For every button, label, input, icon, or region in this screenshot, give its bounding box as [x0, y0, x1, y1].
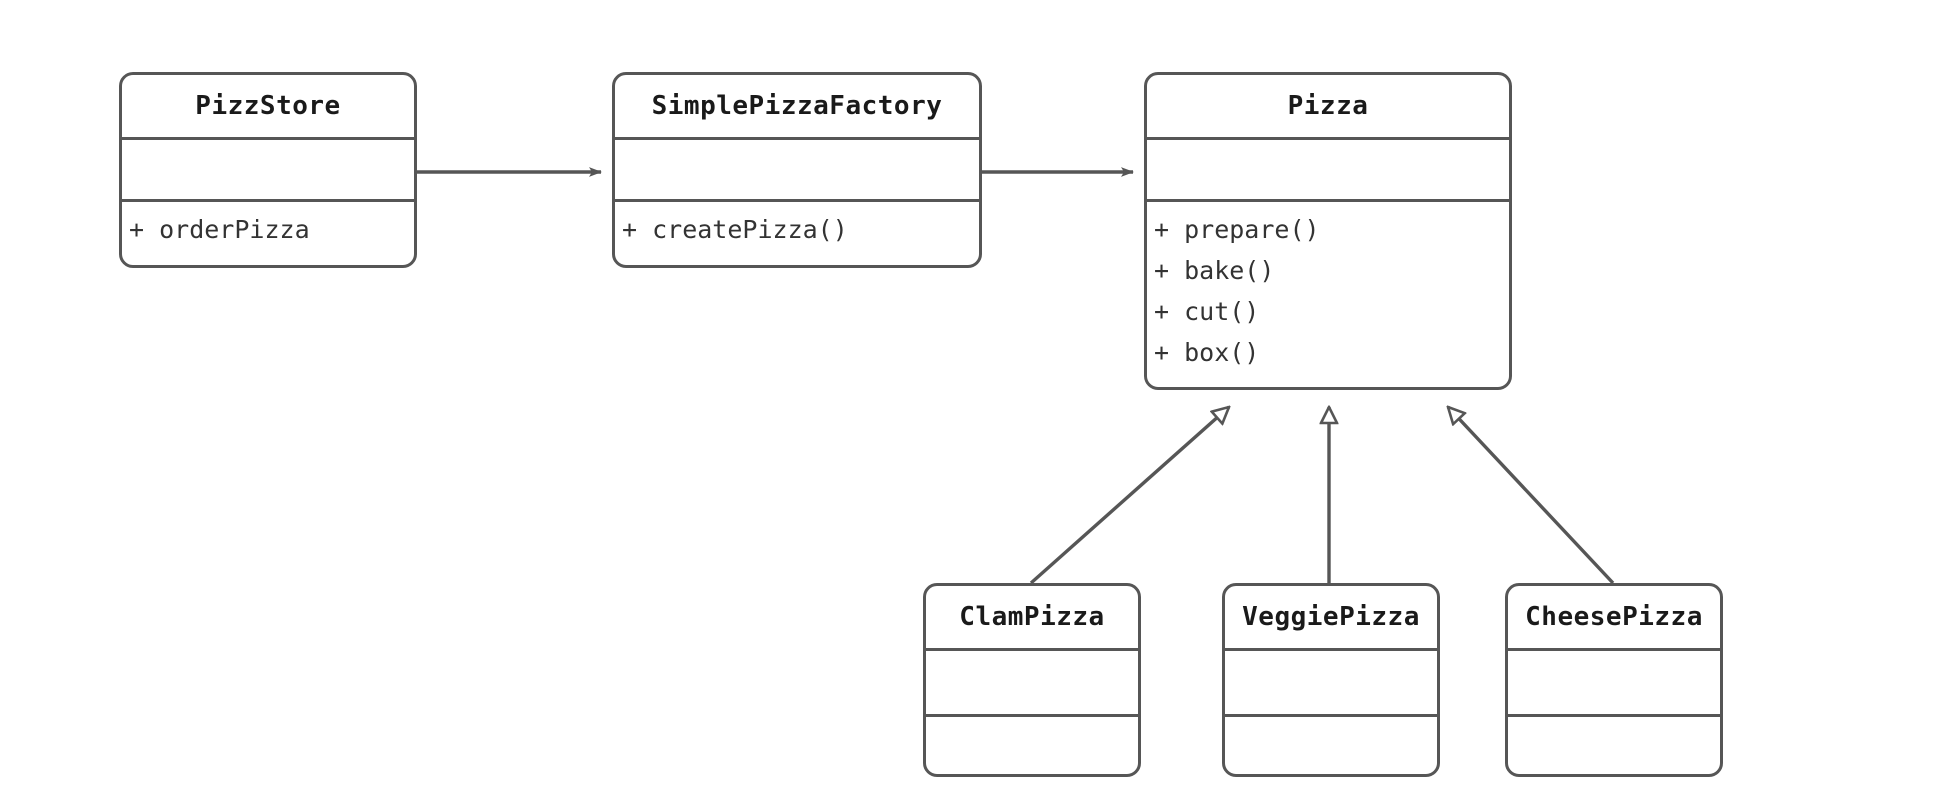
- empty-attributes-pizza: [1147, 140, 1509, 199]
- operations-compartment-pizzstore: + orderPizza: [122, 199, 414, 265]
- empty-attributes-simplepizzafactory: [615, 140, 979, 199]
- operation-item: + cut(): [1154, 297, 1260, 326]
- attributes-compartment-pizzstore: [122, 137, 414, 199]
- empty-operations-veggiepizza: [1225, 724, 1437, 774]
- operation-item: + box(): [1154, 338, 1260, 367]
- operations-compartment-cheesepizza: [1508, 714, 1720, 774]
- empty-operations-cheesepizza: [1508, 724, 1720, 774]
- attributes-compartment-clampizza: [926, 648, 1138, 714]
- edge-cheesepizza-pizza: [1448, 407, 1615, 585]
- attributes-compartment-pizza: [1147, 137, 1509, 199]
- class-name-pizzstore: PizzStore: [195, 91, 341, 121]
- operations-compartment-veggiepizza: [1225, 714, 1437, 774]
- class-name-veggiepizza: VeggiePizza: [1242, 602, 1420, 632]
- empty-attributes-cheesepizza: [1508, 651, 1720, 714]
- class-box-clampizza[interactable]: ClamPizza: [923, 583, 1141, 777]
- class-box-pizzstore[interactable]: PizzStore + orderPizza: [119, 72, 417, 268]
- operation-item: + createPizza(): [622, 215, 848, 244]
- class-name-simplepizzafactory: SimplePizzaFactory: [651, 91, 943, 121]
- empty-attributes-clampizza: [926, 651, 1138, 714]
- empty-attributes-pizzstore: [122, 140, 414, 199]
- attributes-compartment-veggiepizza: [1225, 648, 1437, 714]
- operations-compartment-clampizza: [926, 714, 1138, 774]
- class-box-pizza[interactable]: Pizza + prepare() + bake() + cut() + box(): [1144, 72, 1512, 390]
- attributes-compartment-simplepizzafactory: [615, 137, 979, 199]
- operation-item: + prepare(): [1154, 215, 1320, 244]
- operations-compartment-simplepizzafactory: + createPizza(): [615, 199, 979, 265]
- class-box-veggiepizza[interactable]: VeggiePizza: [1222, 583, 1440, 777]
- operations-compartment-pizza: + prepare() + bake() + cut() + box(): [1147, 199, 1509, 387]
- edge-clampizza-pizza: [1029, 407, 1229, 585]
- class-name-clampizza: ClamPizza: [959, 602, 1105, 632]
- class-name-pizza: Pizza: [1287, 91, 1369, 121]
- class-name-cheesepizza: CheesePizza: [1525, 602, 1703, 632]
- empty-attributes-veggiepizza: [1225, 651, 1437, 714]
- operation-item: + bake(): [1154, 256, 1275, 285]
- attributes-compartment-cheesepizza: [1508, 648, 1720, 714]
- empty-operations-clampizza: [926, 724, 1138, 774]
- class-box-simplepizzafactory[interactable]: SimplePizzaFactory + createPizza(): [612, 72, 982, 268]
- operation-item: + orderPizza: [129, 215, 310, 244]
- class-box-cheesepizza[interactable]: CheesePizza: [1505, 583, 1723, 777]
